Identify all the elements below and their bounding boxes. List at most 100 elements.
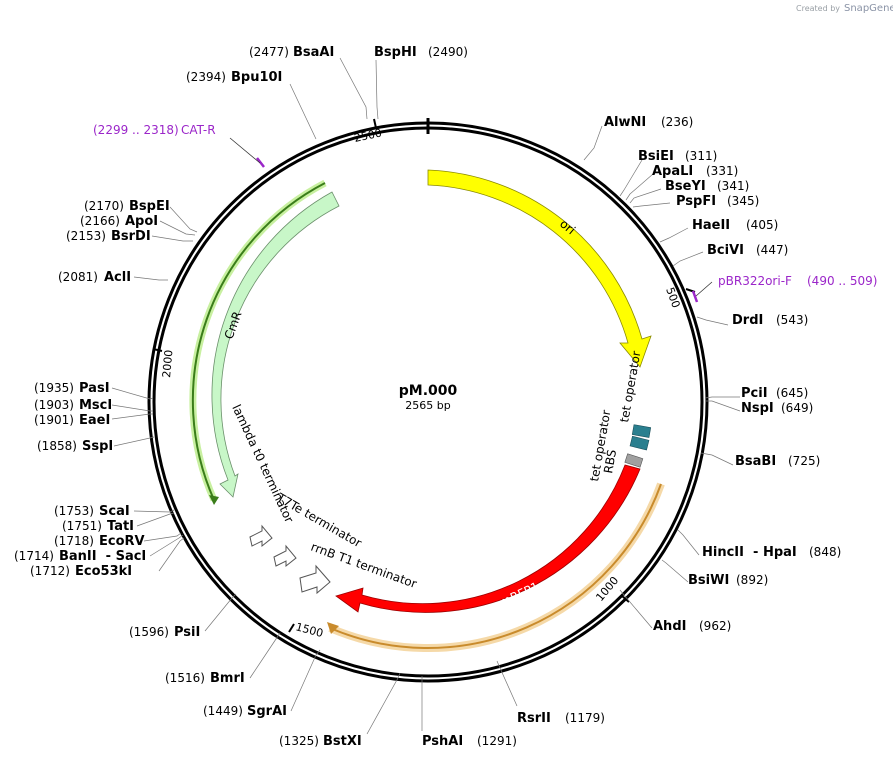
svg-text:(1718): (1718)	[54, 534, 94, 548]
svg-text:BsrDI: BsrDI	[111, 229, 151, 244]
site-ahdi[interactable]: AhdI (962)	[653, 619, 731, 634]
primer-pbr322ori-f[interactable]: pBR322ori-F (490 .. 509)	[718, 274, 877, 288]
tet-operator-1-feature[interactable]	[629, 435, 650, 451]
site-bspei[interactable]: (2170) BspEI	[84, 199, 170, 214]
tick-1500: 1500	[294, 620, 324, 640]
ori-feature[interactable]	[427, 169, 652, 368]
svg-text:(1516): (1516)	[165, 671, 205, 685]
svg-text:BspEI: BspEI	[129, 199, 170, 214]
lambda-t0-terminator-feature[interactable]	[249, 524, 273, 548]
svg-text:(236): (236)	[661, 115, 693, 129]
site-ecorv[interactable]: (1718) EcoRV	[54, 534, 145, 549]
site-acli[interactable]: (2081) AclI	[58, 270, 131, 285]
site-bsphi[interactable]: BspHI (2490)	[374, 45, 468, 60]
svg-text:(2477): (2477)	[249, 45, 289, 59]
site-pspfi[interactable]: PspFI (345)	[676, 194, 759, 209]
tick-500: 500	[663, 286, 682, 310]
tet-operator-2-feature[interactable]	[631, 424, 652, 438]
site-tati[interactable]: (1751) TatI	[62, 519, 134, 534]
svg-text:BmrI: BmrI	[210, 671, 245, 686]
svg-text:(1935): (1935)	[34, 381, 74, 395]
primer-cat-r[interactable]: (2299 .. 2318) CAT-R	[93, 123, 216, 137]
cmr-feature[interactable]	[211, 191, 340, 498]
snapgene-branding: Created by SnapGene	[796, 3, 893, 14]
svg-text:ScaI: ScaI	[99, 504, 130, 519]
site-leaders	[111, 57, 741, 735]
site-bsaai[interactable]: (2477) BsaAI	[249, 45, 334, 60]
svg-text:(1714): (1714)	[14, 549, 54, 563]
svg-text:BseYI: BseYI	[665, 179, 706, 194]
site-haeii[interactable]: HaeII (405)	[692, 218, 778, 233]
svg-text:(649): (649)	[781, 401, 813, 415]
site-banii-saci[interactable]: (1714) BanII - SacI	[14, 549, 146, 564]
svg-text:(2394): (2394)	[186, 70, 226, 84]
site-sgrai[interactable]: (1449) SgrAI	[203, 704, 287, 719]
rbs-feature[interactable]	[624, 453, 644, 468]
svg-text:(331): (331)	[706, 164, 738, 178]
plasmid-title: pM.000 2565 bp	[399, 383, 458, 412]
site-apoi[interactable]: (2166) ApoI	[80, 214, 158, 229]
svg-text:NspI: NspI	[741, 401, 774, 416]
site-bcivi[interactable]: BciVI (447)	[707, 243, 788, 258]
cmr-label: CmR	[222, 310, 245, 341]
t7te-terminator-feature[interactable]	[273, 544, 297, 568]
svg-text:RsrII: RsrII	[517, 711, 551, 726]
site-psii[interactable]: (1596) PsiI	[129, 625, 200, 640]
svg-text:(1751): (1751)	[62, 519, 102, 533]
svg-text:PspFI: PspFI	[676, 194, 716, 209]
site-bmri[interactable]: (1516) BmrI	[165, 671, 245, 686]
site-bsrdi[interactable]: (2153) BsrDI	[66, 229, 151, 244]
svg-text:(1753): (1753)	[54, 504, 94, 518]
rrnb-t1-terminator-feature[interactable]	[299, 564, 331, 595]
svg-text:SgrAI: SgrAI	[247, 704, 287, 719]
site-bseyi[interactable]: BseYI (341)	[665, 179, 749, 194]
site-alwni[interactable]: AlwNI (236)	[604, 115, 693, 130]
site-apali[interactable]: ApaLI (331)	[652, 164, 738, 179]
svg-text:(962): (962)	[699, 619, 731, 633]
site-rsrii[interactable]: RsrII (1179)	[517, 711, 605, 726]
svg-text:(2490): (2490)	[428, 45, 468, 59]
svg-text:CAT-R: CAT-R	[181, 123, 216, 137]
site-pcii[interactable]: PciI (645)	[741, 386, 808, 401]
svg-text:ApoI: ApoI	[125, 214, 158, 229]
svg-text:(645): (645)	[776, 386, 808, 400]
site-sspi[interactable]: (1858) SspI	[37, 439, 113, 454]
svg-text:BsaBI: BsaBI	[735, 454, 776, 469]
brand-prefix: Created by	[796, 4, 840, 13]
svg-text:HaeII: HaeII	[692, 218, 730, 233]
plasmid-name: pM.000	[399, 383, 458, 399]
site-bsiei[interactable]: BsiEI (311)	[638, 149, 717, 164]
mrfp1-feature[interactable]	[335, 464, 641, 613]
svg-text:MscI: MscI	[79, 398, 112, 413]
site-eaei[interactable]: (1901) EaeI	[34, 413, 110, 428]
rbs-label: RBS	[601, 448, 619, 474]
svg-text:BanII - SacI: BanII - SacI	[59, 549, 146, 564]
svg-text:(725): (725)	[788, 454, 820, 468]
site-bsabi[interactable]: BsaBI (725)	[735, 454, 820, 469]
site-pshai[interactable]: PshAI (1291)	[422, 734, 517, 749]
brand-name: SnapGene	[844, 3, 893, 14]
svg-text:(341): (341)	[717, 179, 749, 193]
svg-text:(1712): (1712)	[30, 564, 70, 578]
svg-text:(2081): (2081)	[58, 270, 98, 284]
site-msci[interactable]: (1903) MscI	[34, 398, 112, 413]
site-nspi[interactable]: NspI (649)	[741, 401, 813, 416]
svg-text:PsiI: PsiI	[174, 625, 200, 640]
svg-text:(1291): (1291)	[477, 734, 517, 748]
tick-2000: 2000	[160, 349, 175, 378]
site-bpu10i[interactable]: (2394) Bpu10I	[186, 70, 282, 85]
svg-text:Eco53kI: Eco53kI	[75, 564, 132, 579]
site-drdi[interactable]: DrdI (543)	[732, 313, 808, 328]
site-scai[interactable]: (1753) ScaI	[54, 504, 130, 519]
site-pasi[interactable]: (1935) PasI	[34, 381, 110, 396]
svg-text:DrdI: DrdI	[732, 313, 763, 328]
svg-text:(2166): (2166)	[80, 214, 120, 228]
site-hincii-hpai[interactable]: HincII - HpaI (848)	[702, 545, 841, 560]
tick-2500: 2500	[353, 126, 383, 145]
site-eco53ki[interactable]: (1712) Eco53kI	[30, 564, 132, 579]
plasmid-length: 2565 bp	[405, 399, 450, 412]
site-bstxi[interactable]: (1325) BstXI	[279, 734, 362, 749]
svg-text:EaeI: EaeI	[79, 413, 110, 428]
svg-text:PciI: PciI	[741, 386, 768, 401]
site-bsiwi[interactable]: BsiWI (892)	[688, 573, 768, 588]
